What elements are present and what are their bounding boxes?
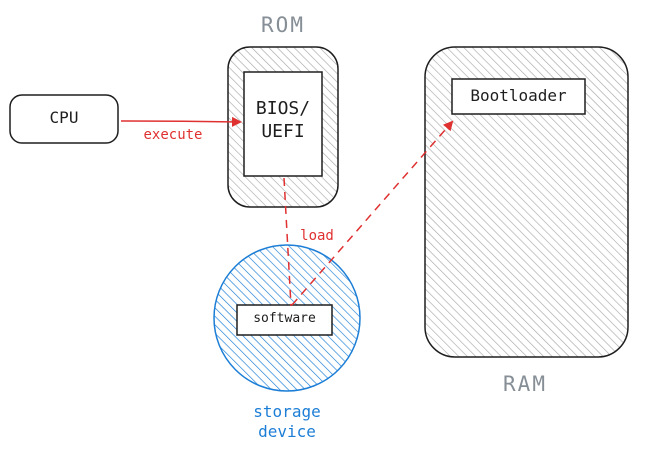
load-label: load <box>300 228 334 244</box>
cpu-box <box>9 94 119 144</box>
software-box <box>236 304 333 336</box>
ram-title: RAM <box>503 372 547 396</box>
execute-arrow <box>120 116 242 127</box>
bootloader-box <box>451 78 586 115</box>
bootloader-label: Bootloader <box>470 86 567 105</box>
storage-device-label: storage device <box>253 402 321 441</box>
load-arrow <box>291 120 454 306</box>
execute-label: execute <box>143 127 203 143</box>
cpu-label: CPU <box>49 108 79 127</box>
bios-label: BIOS/ UEFI <box>255 98 311 142</box>
rom-title: ROM <box>261 13 305 37</box>
ram-container <box>424 46 629 358</box>
bios-box <box>243 71 323 177</box>
load-dashed-line <box>283 177 292 307</box>
software-label: software <box>253 311 316 326</box>
